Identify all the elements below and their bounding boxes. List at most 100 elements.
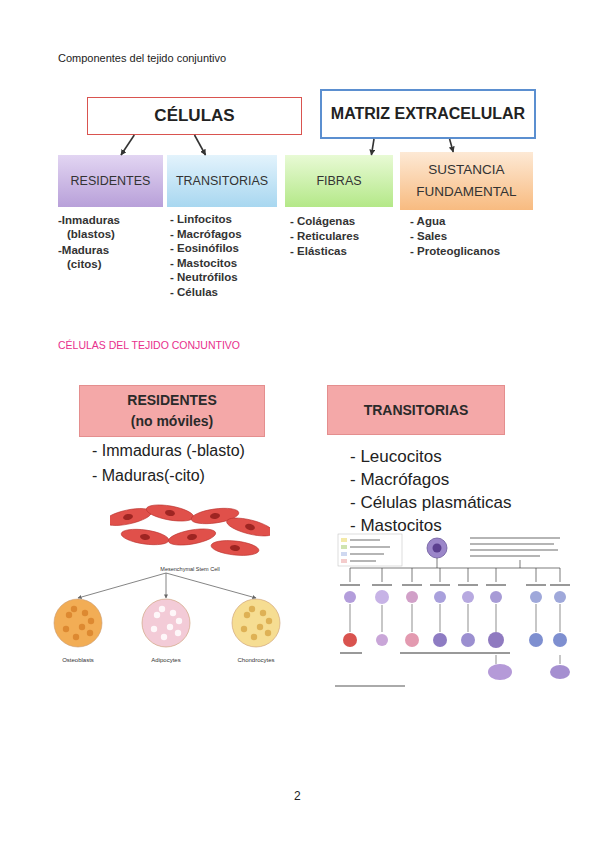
cell-granule [154,612,160,618]
cell-nucleus [122,513,133,521]
node-text: Adipocytes [151,657,180,664]
hematopoiesis-chart [335,534,570,687]
spindle-cell [120,527,169,548]
cell-granule [82,610,88,616]
list-item: -Inmaduras (blastos) [58,213,140,242]
node-text: MATRIZ EXTRACELULAR [331,104,525,123]
connector-arrow [195,135,206,155]
cell-granule [87,630,93,636]
node-text: CÉLULAS [154,106,234,126]
concept-box: SUSTANCIA FUNDAMENTAL [400,152,533,210]
cell-figure: Mesenchymal Stem Cell [110,503,270,573]
cell-granule [167,624,173,630]
list-item: - Reticulares [290,229,359,243]
cell-granule [265,630,271,636]
list-item: - Células [170,285,218,299]
list-item: -Maduras (citos) [58,243,140,272]
cell-granule [73,634,79,640]
spindle-cell [210,539,259,558]
cell-nucleus [230,544,241,551]
list-item: - Immaduras (-blasto) [92,441,245,461]
cell-nucleus [210,512,221,519]
node-text: SUSTANCIA FUNDAMENTAL [408,159,525,202]
concept-box: TRANSITORIAS [167,155,277,207]
cell-nucleus [187,533,198,541]
cell-nucleus [165,509,176,517]
list-item: - Mastocitos [350,515,442,536]
cell-granule [260,610,266,616]
mesenchymal-cells [110,503,270,573]
cell-granule [71,606,77,612]
node-text: Osteoblasts [62,657,94,664]
cell-disc [142,599,190,647]
cell-granule [161,634,167,640]
cell-circle [226,598,286,664]
connector-arrow [371,139,374,155]
page-heading: Componentes del tejido conjuntivo [58,52,226,66]
connector-arrow [121,135,134,155]
node-text: RESIDENTES (no móviles) [120,390,224,432]
cell-granule [79,624,85,630]
list-item: 2 [294,789,301,804]
list-item: - Macrófagos [350,469,449,490]
cell-body [225,514,270,539]
cell-granule [241,626,247,632]
node-text: Mesenchymal Stem Cell [160,566,219,573]
cell-disc [54,599,102,647]
cell-nucleus [244,523,255,531]
list-item: - Células plasmáticas [350,492,512,513]
concept-box: CÉLULAS [87,97,302,135]
cell-granule [151,626,157,632]
cell-granule [170,610,176,616]
connector-arrow [166,573,256,598]
concept-box: MATRIZ EXTRACELULAR [320,89,536,139]
connector-arrow [166,573,167,598]
cell-granule [266,618,272,624]
cell-body [145,503,195,524]
concept-box: TRANSITORIAS [327,385,505,435]
cell-granule [63,626,69,632]
connector-arrow [78,573,166,598]
list-item: - Eosinófilos [170,241,239,255]
cell-granule [66,612,72,618]
cell-figure: Osteoblasts [48,598,108,664]
cell-disc [232,599,280,647]
concept-box: RESIDENTES [58,155,163,207]
spindle-cell [225,514,270,539]
cell-body [120,527,169,548]
concept-box: FIBRAS [285,155,393,207]
list-item: - Neutrófilos [170,270,238,284]
spindle-cell [145,503,195,524]
list-item: - Colágenas [290,214,355,228]
connector-arrow [450,139,454,152]
cell-figure: Adipocytes [136,598,196,664]
node-text: TRANSITORIAS [176,174,268,189]
cell-body [210,539,259,558]
cell-body [167,526,217,548]
cell-granule [159,606,165,612]
concept-box: RESIDENTES (no móviles) [79,385,265,437]
cell-granule [257,624,263,630]
spindle-cell [167,526,217,548]
list-item: CÉLULAS DEL TEJIDO CONJUNTIVO [58,339,240,352]
node-text: TRANSITORIAS [364,402,469,419]
node-text: RESIDENTES [71,174,151,189]
cell-figure: Chondrocytes [226,598,286,664]
cell-granule [176,618,182,624]
list-item: - Mastocitos [170,256,237,270]
cell-circle [136,598,196,664]
node-text: FIBRAS [316,174,361,189]
cell-granule [249,606,255,612]
node-text: Chondrocytes [237,657,274,664]
cell-granule [175,630,181,636]
cell-circle [48,598,108,664]
list-item: - Elásticas [290,244,347,258]
list-item: - Macrófagos [170,227,242,241]
cell-granule [244,612,250,618]
list-item: - Sales [410,229,447,243]
cell-granule [88,618,94,624]
list-item: - Proteoglicanos [410,244,500,258]
cell-nucleus [140,533,151,540]
list-item: - Linfocitos [170,212,232,226]
